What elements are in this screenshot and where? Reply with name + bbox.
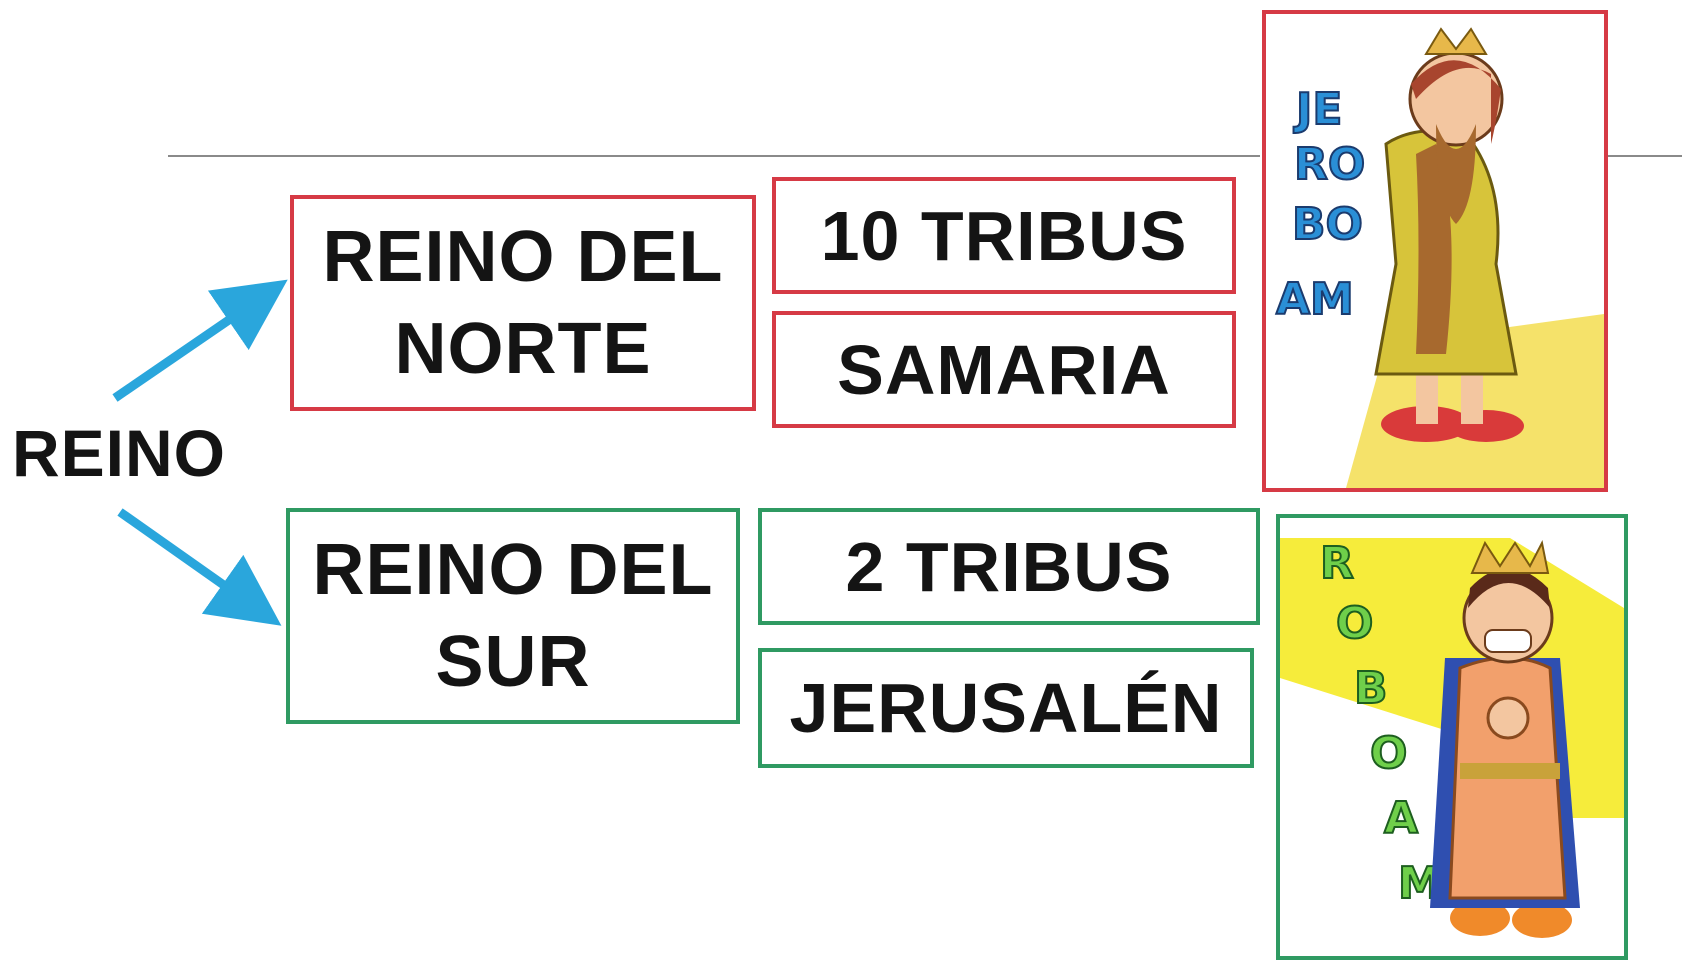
svg-text:R: R <box>1320 538 1354 589</box>
svg-text:RO: RO <box>1294 139 1365 190</box>
north-capital-box: SAMARIA <box>772 311 1236 428</box>
south-kingdom-line2: SUR <box>435 622 591 702</box>
svg-text:JE: JE <box>1293 84 1342 135</box>
north-kingdom-line1: REINO DEL <box>322 216 724 297</box>
north-capital-label: SAMARIA <box>837 330 1171 409</box>
south-kingdom-box: REINO DEL SUR <box>286 508 740 724</box>
jeroboam-illustration: JE RO BO AM <box>1262 10 1608 492</box>
divider-line-left <box>168 155 1260 157</box>
south-capital-label: JERUSALÉN <box>789 669 1223 747</box>
south-tribes-box: 2 TRIBUS <box>758 508 1260 625</box>
south-tribes-label: 2 TRIBUS <box>845 527 1173 606</box>
north-tribes-box: 10 TRIBUS <box>772 177 1236 294</box>
svg-text:B: B <box>1354 663 1388 714</box>
south-kingdom-line1: REINO DEL <box>312 529 714 610</box>
arrows <box>112 279 288 626</box>
svg-text:A: A <box>1384 793 1418 844</box>
north-tribes-label: 10 TRIBUS <box>820 196 1188 275</box>
jeroboam-figure: JE RO BO AM <box>1275 27 1604 488</box>
svg-text:O: O <box>1336 598 1373 649</box>
north-kingdom-box: REINO DEL NORTE <box>290 195 756 411</box>
roboam-illustration: R O B O A M <box>1276 514 1628 960</box>
svg-text:O: O <box>1370 728 1407 779</box>
divider-line-right <box>1606 155 1682 157</box>
north-kingdom-line2: NORTE <box>394 309 652 389</box>
svg-text:AM: AM <box>1276 274 1354 325</box>
svg-text:BO: BO <box>1292 199 1363 250</box>
arrow-to-south <box>117 508 282 626</box>
arrow-to-north <box>112 279 288 402</box>
south-capital-box: JERUSALÉN <box>758 648 1254 768</box>
roboam-figure: R O B O A M <box>1280 537 1624 938</box>
root-label: REINO <box>12 416 227 490</box>
